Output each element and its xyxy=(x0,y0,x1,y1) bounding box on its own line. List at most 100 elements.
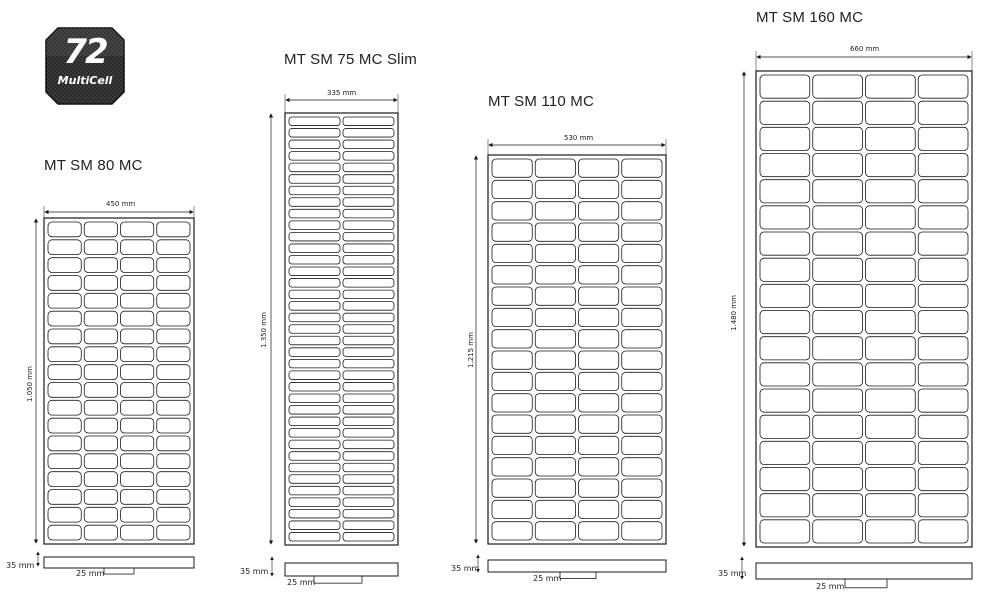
solar-cell-sm80 xyxy=(83,310,118,327)
solar-cell-sm110 xyxy=(534,307,576,328)
solar-cell-sm110 xyxy=(534,286,576,306)
solar-cell-sm110 xyxy=(534,179,576,200)
solar-cell-sm75 xyxy=(342,335,395,346)
solar-cell-sm75 xyxy=(342,278,395,288)
solar-cell-sm80 xyxy=(156,292,191,309)
solar-cell-sm110 xyxy=(621,478,663,498)
solar-cell-sm80 xyxy=(120,346,155,363)
solar-cell-sm110 xyxy=(534,222,576,242)
solar-cell-sm110 xyxy=(491,350,533,370)
solar-cell-sm80 xyxy=(120,257,155,273)
solar-cell-sm80 xyxy=(120,382,155,398)
side-profile-sm80 xyxy=(43,556,195,569)
solar-cell-sm75 xyxy=(342,301,395,311)
solar-cell-sm110 xyxy=(491,371,533,392)
solar-cell-sm110 xyxy=(578,222,620,242)
solar-cell-sm110 xyxy=(621,201,663,221)
thickness-label-sm80: 35 mm xyxy=(6,561,35,570)
solar-cell-sm75 xyxy=(288,266,341,276)
solar-cell-sm75 xyxy=(288,405,341,415)
solar-cell-sm75 xyxy=(288,174,341,184)
solar-cell-sm75 xyxy=(342,405,395,415)
solar-cell-sm160 xyxy=(759,100,811,125)
solar-cell-sm160 xyxy=(917,362,969,387)
solar-cell-sm160 xyxy=(917,336,969,361)
solar-cell-sm160 xyxy=(917,100,969,125)
solar-cell-sm75 xyxy=(342,312,395,323)
solar-cell-sm160 xyxy=(759,257,811,282)
solar-cell-sm160 xyxy=(812,519,863,544)
solar-cell-sm110 xyxy=(491,179,533,200)
solar-cell-sm75 xyxy=(342,462,395,473)
solar-cell-sm110 xyxy=(621,371,663,392)
solar-cell-sm80 xyxy=(83,453,118,470)
solar-cell-sm80 xyxy=(47,328,82,345)
solar-cell-sm160 xyxy=(865,414,916,439)
frame-profile-sm160 xyxy=(844,578,888,589)
width-label-sm80: 450 mm xyxy=(106,200,136,208)
solar-cell-sm160 xyxy=(865,231,916,256)
solar-cell-sm80 xyxy=(120,417,155,434)
solar-cell-sm160 xyxy=(865,467,916,492)
thickness-label-sm75: 35 mm xyxy=(240,567,269,576)
solar-cell-sm160 xyxy=(917,519,969,544)
solar-cell-sm110 xyxy=(491,393,533,413)
solar-cell-sm75 xyxy=(342,208,395,219)
solar-cell-sm160 xyxy=(865,519,916,544)
solar-cell-sm160 xyxy=(812,205,863,230)
solar-cell-sm75 xyxy=(288,232,341,242)
solar-cell-sm75 xyxy=(288,335,341,346)
solar-cell-sm160 xyxy=(759,493,811,518)
solar-cell-sm80 xyxy=(83,328,118,345)
solar-cell-sm160 xyxy=(865,283,916,308)
solar-cell-sm160 xyxy=(759,440,811,465)
solar-cell-sm80 xyxy=(83,239,118,256)
solar-cell-sm75 xyxy=(342,428,395,438)
solar-cell-sm75 xyxy=(288,451,341,461)
solar-cell-sm75 xyxy=(342,128,395,138)
solar-cell-sm160 xyxy=(759,414,811,439)
solar-cell-sm160 xyxy=(865,310,916,335)
solar-cell-sm80 xyxy=(83,417,118,434)
solar-cell-sm80 xyxy=(47,364,82,380)
solar-cell-sm80 xyxy=(47,292,82,309)
solar-cell-sm110 xyxy=(534,521,576,541)
solar-cell-sm75 xyxy=(342,174,395,184)
solar-cell-sm75 xyxy=(288,382,341,392)
solar-cell-sm110 xyxy=(621,307,663,328)
solar-cell-sm160 xyxy=(812,414,863,439)
solar-cell-sm110 xyxy=(534,158,576,178)
solar-cell-sm160 xyxy=(917,440,969,465)
solar-cell-sm80 xyxy=(83,364,118,380)
solar-cell-sm160 xyxy=(865,126,916,151)
solar-cell-sm80 xyxy=(156,506,191,523)
solar-cell-sm80 xyxy=(156,257,191,273)
solar-cell-sm80 xyxy=(156,221,191,238)
width-label-sm160: 660 mm xyxy=(850,45,880,53)
solar-cell-sm160 xyxy=(759,336,811,361)
solar-cell-sm80 xyxy=(120,524,155,541)
solar-cell-sm75 xyxy=(342,532,395,542)
solar-cell-sm160 xyxy=(759,126,811,151)
solar-cell-sm160 xyxy=(917,467,969,492)
frame-label-sm80: 25 mm xyxy=(76,569,105,578)
solar-cell-sm75 xyxy=(288,520,341,530)
solar-cell-sm160 xyxy=(759,74,811,99)
solar-cell-sm75 xyxy=(288,370,341,380)
solar-cell-sm160 xyxy=(865,362,916,387)
logo-number: 72 xyxy=(63,32,108,72)
solar-cell-sm80 xyxy=(156,489,191,505)
solar-cell-sm80 xyxy=(47,382,82,398)
solar-cell-sm160 xyxy=(865,440,916,465)
solar-cell-sm160 xyxy=(865,100,916,125)
solar-cell-sm75 xyxy=(342,416,395,426)
solar-cell-sm75 xyxy=(288,185,341,196)
solar-cell-sm160 xyxy=(759,519,811,544)
frame-profile-sm80 xyxy=(103,567,135,575)
frame-label-sm110: 25 mm xyxy=(533,574,562,583)
solar-cell-sm110 xyxy=(534,457,576,477)
solar-cell-sm160 xyxy=(812,179,863,204)
solar-cell-sm80 xyxy=(47,489,82,505)
solar-cell-sm80 xyxy=(120,489,155,505)
